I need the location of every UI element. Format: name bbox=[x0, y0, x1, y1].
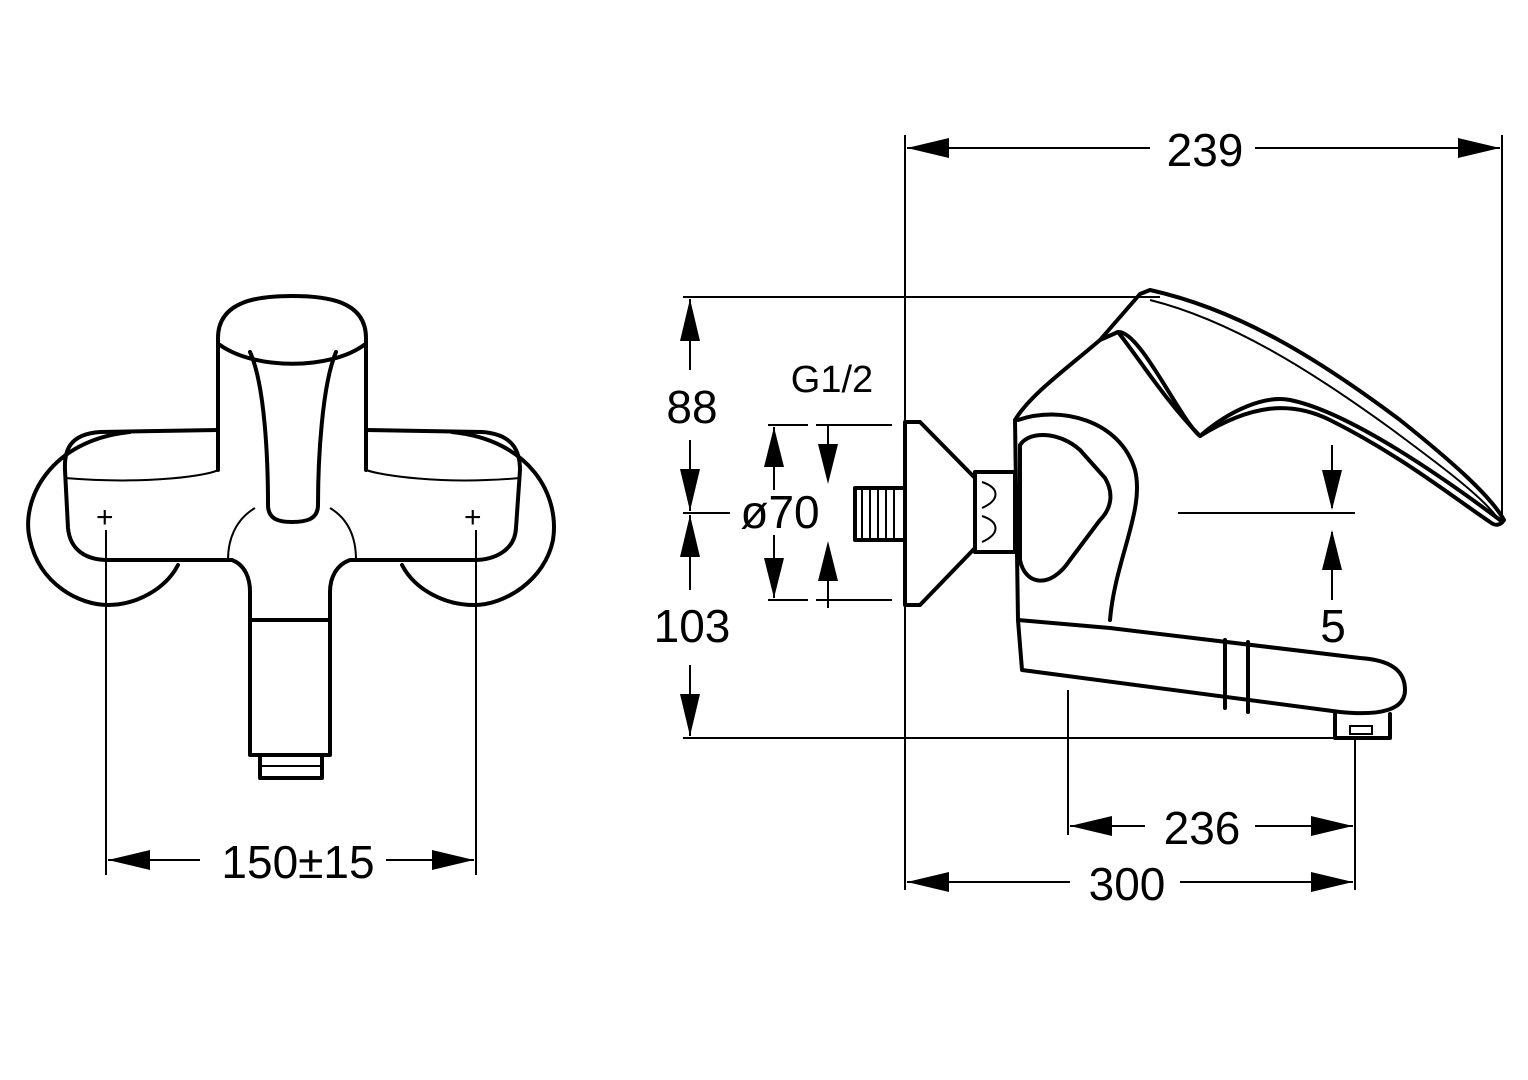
flange-diameter-label: ø70 bbox=[740, 486, 819, 538]
inner-recess bbox=[1018, 432, 1113, 583]
lever-inner bbox=[1149, 299, 1497, 517]
lever bbox=[248, 350, 338, 524]
aerator bbox=[1333, 712, 1392, 740]
outlet-neck bbox=[248, 618, 332, 757]
handle-cap bbox=[216, 294, 368, 472]
front-view: + + 150±15 bbox=[26, 294, 556, 888]
left-escutcheon bbox=[26, 430, 180, 607]
right-center-mark: + bbox=[464, 501, 482, 534]
length-label: 300 bbox=[1089, 858, 1166, 910]
dim-depth: 239 bbox=[907, 124, 1500, 176]
dim-length: 300 bbox=[907, 858, 1353, 910]
dim-height: 88 103 bbox=[654, 299, 731, 736]
reach-label: 236 bbox=[1164, 802, 1241, 854]
left-center-mark: + bbox=[96, 501, 114, 534]
dim-depth-label: 239 bbox=[1167, 124, 1244, 176]
eccentric-connector bbox=[853, 486, 907, 542]
mixer-body bbox=[62, 428, 522, 622]
dim-centers-label: 150±15 bbox=[221, 836, 374, 888]
spout bbox=[1016, 618, 1407, 716]
right-escutcheon bbox=[400, 430, 556, 607]
side-view: 239 88 103 G1/2 bbox=[654, 124, 1506, 910]
lever-side bbox=[1098, 288, 1506, 527]
dim-thread bbox=[816, 424, 892, 608]
body-contour-left bbox=[227, 507, 256, 561]
lever-hinge bbox=[1116, 330, 1202, 438]
dim-flange: ø70 bbox=[740, 424, 820, 601]
body-top-inner bbox=[64, 469, 521, 482]
wall-flange bbox=[903, 420, 977, 607]
body-contour-right bbox=[329, 507, 357, 561]
dim-reach: 236 bbox=[1067, 690, 1356, 890]
dim-height-bottom-label: 103 bbox=[654, 600, 731, 652]
clearance-label: 5 bbox=[1320, 600, 1346, 652]
dim-centers: 150±15 bbox=[108, 836, 474, 888]
aerator-mark bbox=[1349, 725, 1373, 735]
nut-detail bbox=[981, 481, 997, 543]
thread-label: G1/2 bbox=[791, 359, 873, 401]
handle-cap-band bbox=[218, 343, 366, 366]
union-nut bbox=[973, 470, 1017, 554]
body-curve bbox=[1016, 412, 1140, 622]
dim-height-top-label: 88 bbox=[666, 381, 717, 433]
dim-clearance: 5 bbox=[1178, 445, 1355, 652]
